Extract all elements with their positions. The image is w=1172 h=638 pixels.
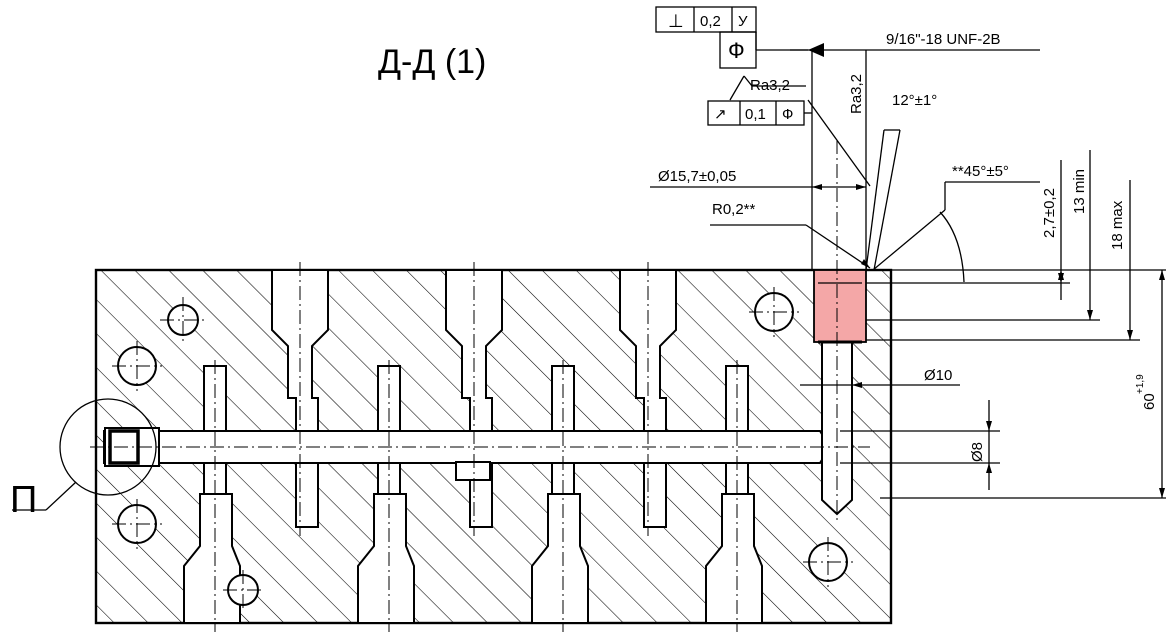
- section-title: Д-Д (1): [378, 43, 486, 81]
- lower-ports: [183, 493, 763, 624]
- runout-symbol: ↗: [714, 106, 727, 123]
- roughness-label-1: Ra3,2: [750, 77, 790, 94]
- height-60-tolerance: +1,9: [1135, 374, 1146, 394]
- roughness-label-2: Ra3,2: [848, 74, 865, 114]
- channel-nut: [455, 461, 491, 481]
- diameter-8: Ø8: [969, 442, 986, 462]
- thread-port-highlight: [813, 269, 867, 343]
- depth-2-7: 2,7±0,2: [1041, 188, 1058, 238]
- datum-label: Ф: [728, 38, 745, 63]
- detail-circle: [59, 398, 157, 496]
- height-60: 60: [1141, 393, 1158, 410]
- depth-18: 18 max: [1109, 200, 1126, 250]
- dimension-lines: [650, 49, 1166, 499]
- runout-datum: Ф: [782, 106, 793, 123]
- radius-label: R0,2**: [712, 201, 756, 218]
- diameter-15-7: Ø15,7±0,05: [658, 168, 736, 185]
- centerlines: [90, 140, 870, 632]
- perpendicularity-datum: У: [738, 13, 748, 30]
- perpendicularity-symbol: ⊥: [668, 11, 684, 31]
- depth-13: 13 min: [1071, 169, 1088, 214]
- thread-spec: 9/16"-18 UNF-2B: [886, 31, 1001, 48]
- perpendicularity-value: 0,2: [700, 13, 721, 30]
- diameter-10: Ø10: [924, 367, 952, 384]
- angle-12: 12°±1°: [892, 92, 937, 109]
- arrows: [808, 43, 1165, 498]
- angle-45: **45°±5°: [952, 163, 1009, 180]
- tolerance-frame-2: [707, 75, 812, 126]
- runout-value: 0,1: [745, 106, 766, 123]
- view-label: П: [10, 479, 37, 521]
- tolerance-frame-1: [655, 6, 808, 69]
